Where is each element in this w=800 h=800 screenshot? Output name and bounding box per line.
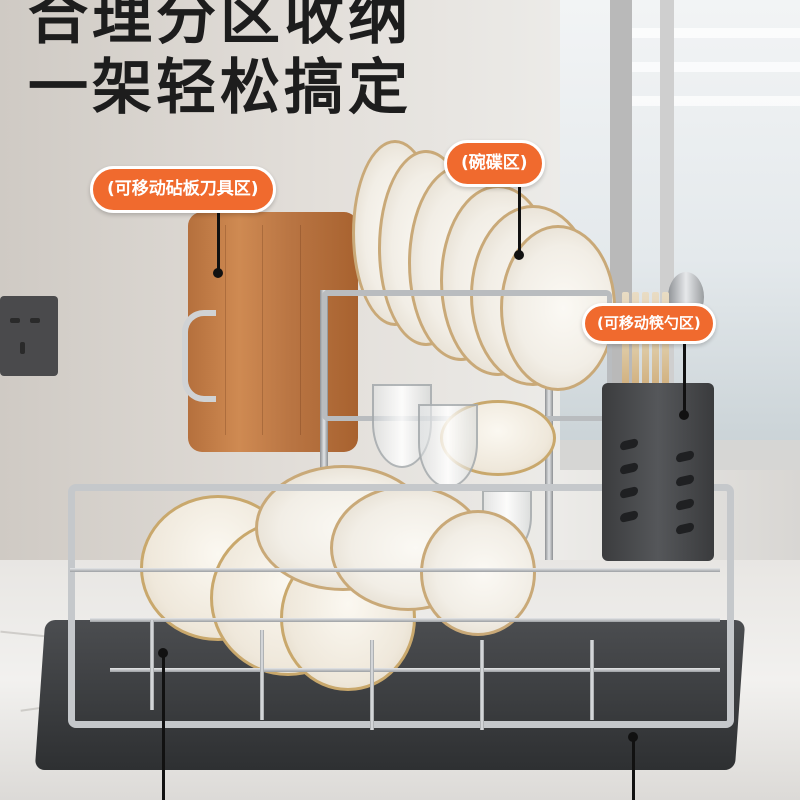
wood-grain <box>225 225 226 435</box>
callout-pointer-line <box>632 736 635 800</box>
callout-pointer-line <box>217 212 220 272</box>
callout-pointer-line <box>162 652 165 800</box>
chopstick <box>652 292 659 412</box>
socket-hole <box>20 342 25 354</box>
rack-wire <box>370 640 374 730</box>
wine-glass <box>418 404 478 488</box>
window-blind <box>622 28 800 38</box>
headline-line-2: 一架轻松搞定 <box>28 53 412 123</box>
callout-utensils-zone: (可移动筷勺区) <box>582 303 716 344</box>
socket-hole <box>10 318 20 323</box>
cutting-board <box>188 212 358 452</box>
callout-pointer-dot <box>679 410 689 420</box>
callout-pointer-line <box>518 186 521 254</box>
rack-wire <box>90 618 720 622</box>
chopstick <box>622 292 629 412</box>
rack-wire <box>480 640 484 730</box>
wood-grain <box>300 225 301 435</box>
rack-wire <box>150 620 154 710</box>
utensil-holder <box>602 383 714 561</box>
callout-pointer-line <box>683 344 686 414</box>
window-blind <box>622 62 800 72</box>
headline-line-1: 合理分区收纳 <box>28 0 412 53</box>
chopstick <box>642 292 649 412</box>
lower-rack-frame <box>68 484 734 728</box>
callout-board-knife-zone: (可移动砧板刀具区) <box>90 166 276 213</box>
rack-wire <box>260 630 264 720</box>
chopstick <box>662 292 669 412</box>
upper-rack-frame <box>322 290 612 421</box>
window-blind <box>622 96 800 106</box>
wall-socket <box>0 296 58 376</box>
callout-pointer-dot <box>158 648 168 658</box>
wood-grain <box>262 225 263 435</box>
socket-hole <box>30 318 40 323</box>
rack-wire <box>70 568 720 572</box>
callout-plates-zone: (碗碟区) <box>444 140 545 187</box>
plate <box>420 510 536 636</box>
callout-pointer-dot <box>213 268 223 278</box>
rack-wire <box>590 640 594 720</box>
cutting-board-handle <box>182 310 216 402</box>
chopstick <box>632 292 639 412</box>
callout-pointer-dot <box>628 732 638 742</box>
callout-pointer-dot <box>514 250 524 260</box>
rack-wire <box>110 668 720 672</box>
